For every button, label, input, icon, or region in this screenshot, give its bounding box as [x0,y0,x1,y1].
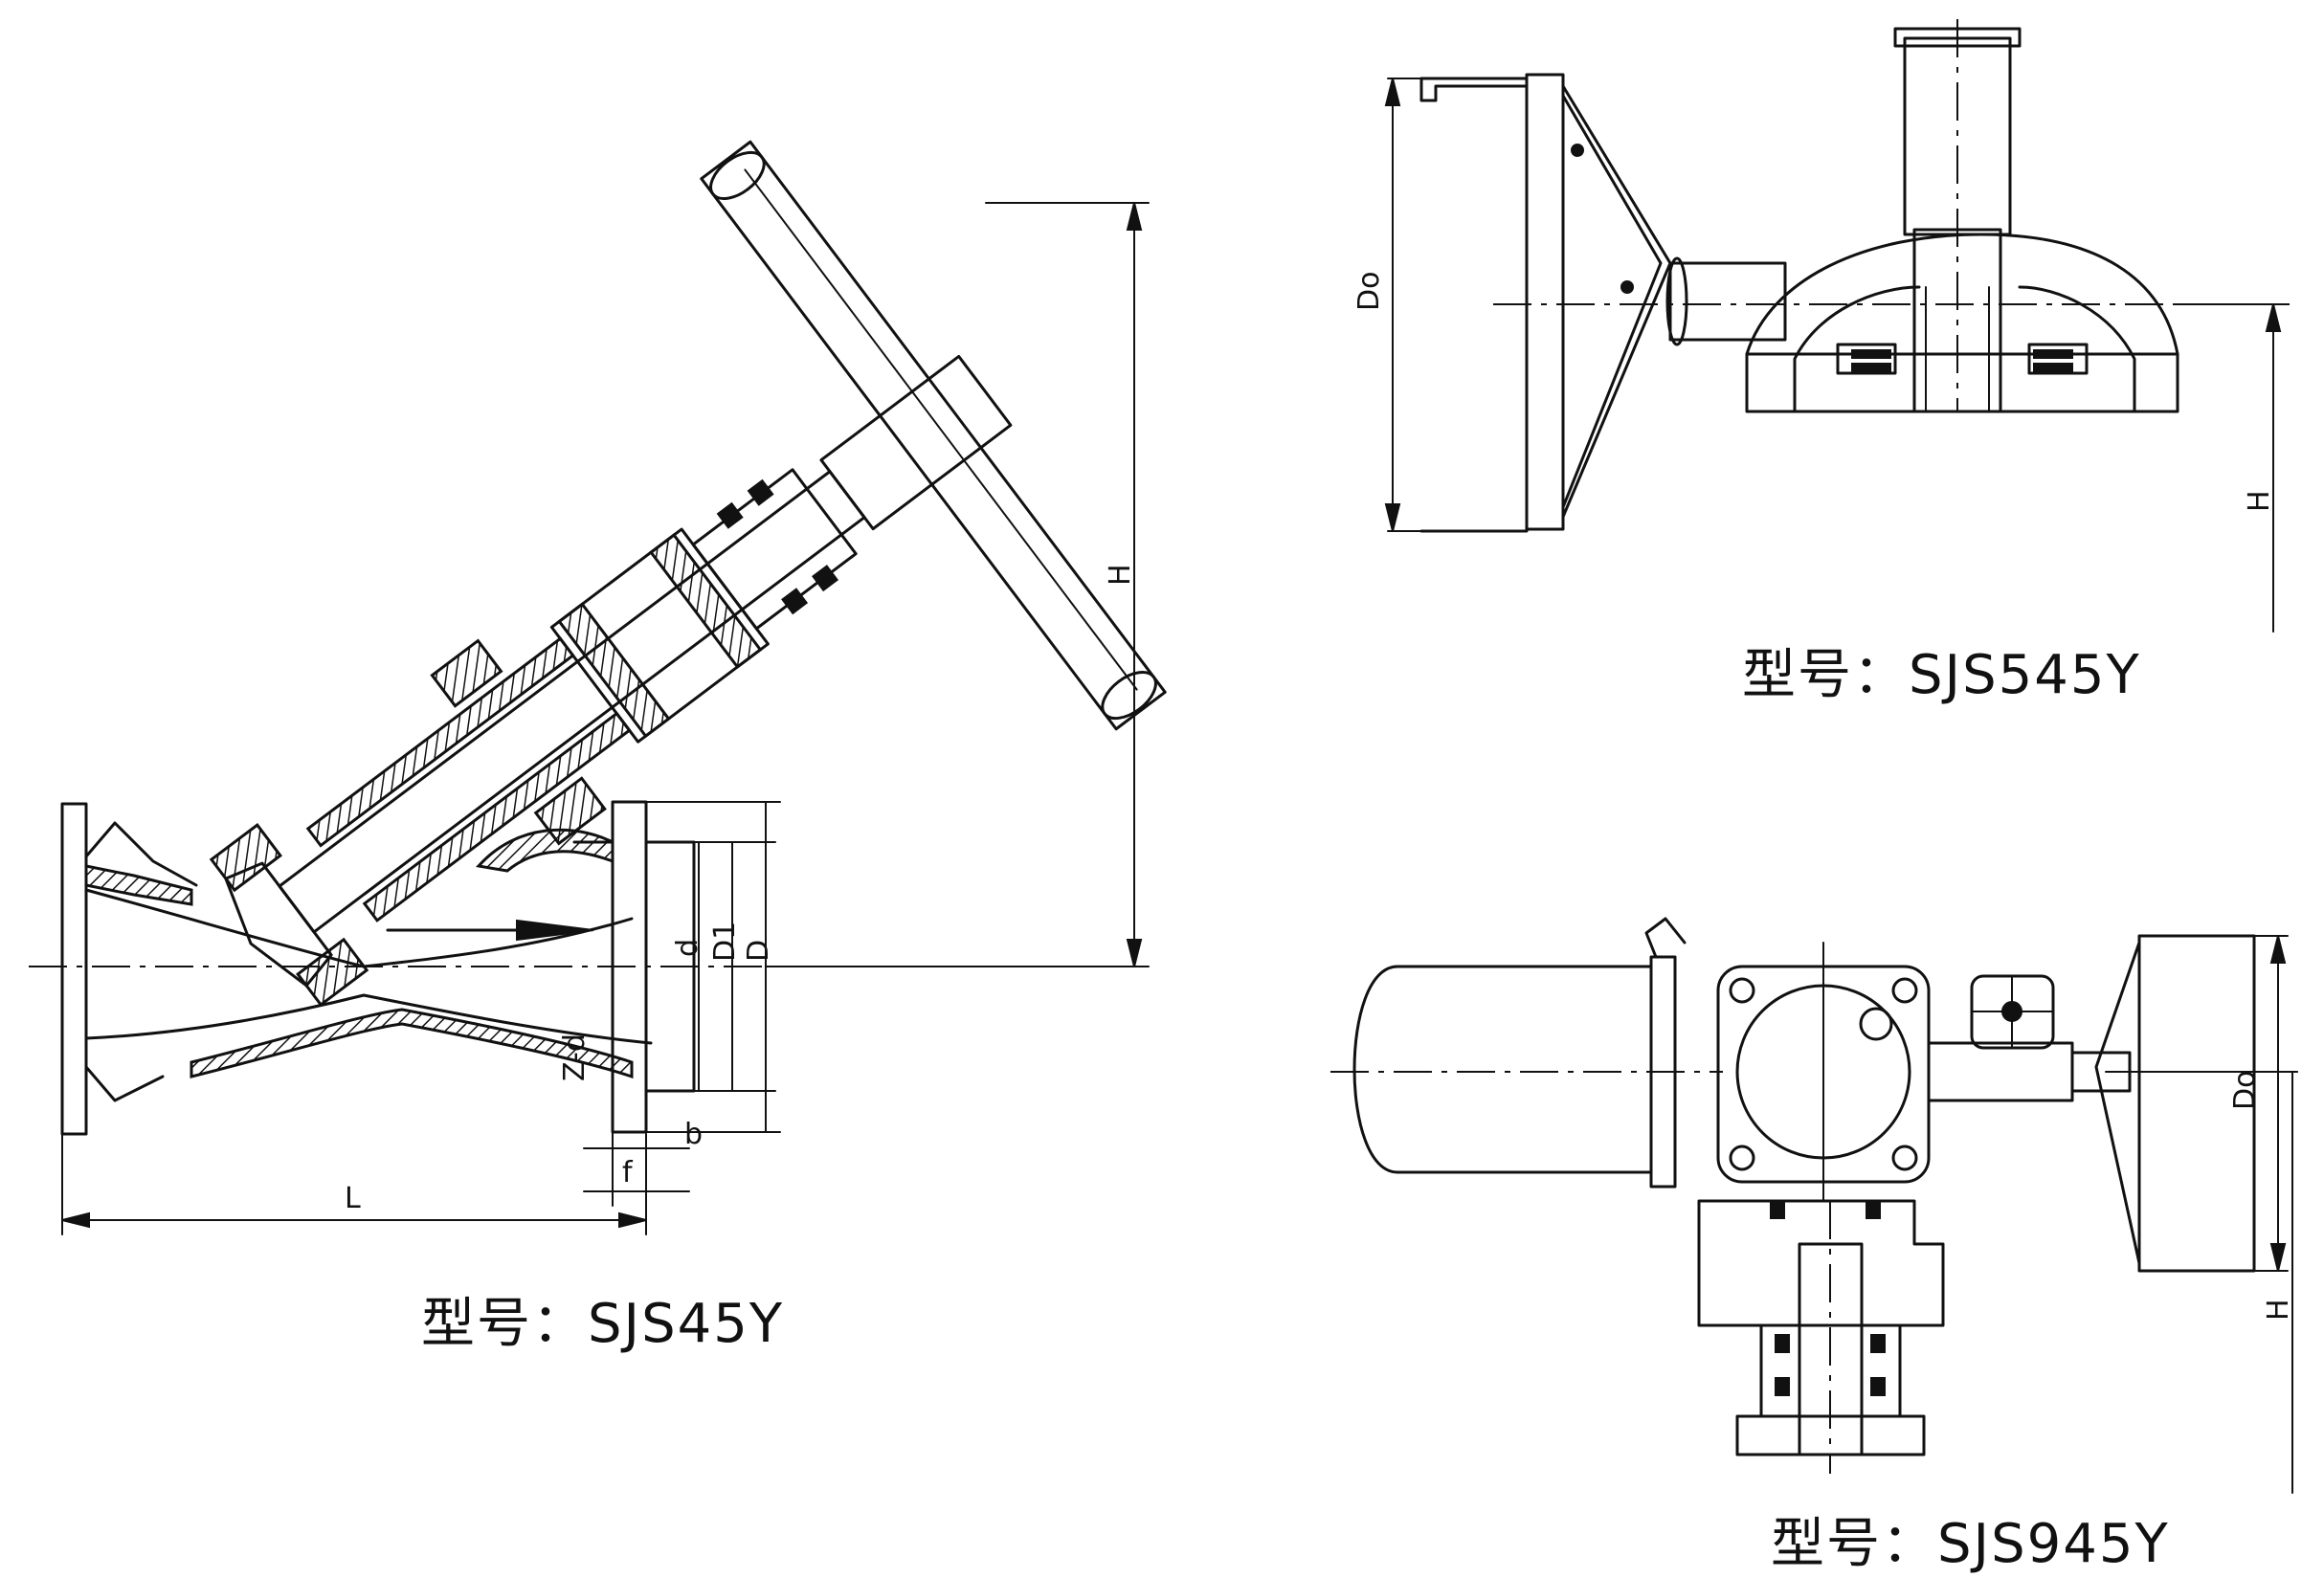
handwheel-dim-label-545: Do [1352,272,1386,311]
caption-sjs945y: 型号：SJS945Y [1771,1513,2170,1575]
flange-thickness-dim-label: b [684,1118,703,1151]
sjs945y-drawing: Do H [1330,917,2298,1494]
bolt-holes-dim-label: Z-d [558,1033,592,1081]
sjs545y-drawing: Do H [1352,19,2297,633]
height-dim-label-945: H [2262,1299,2295,1321]
flange-dim-label: D [742,940,775,962]
height-dim-label-545: H [2243,490,2276,512]
raised-face-dim-label: f [622,1156,634,1189]
bore-dim-label: d [671,939,704,957]
handwheel-dim-label-945: Do [2228,1071,2262,1110]
bolt-circle-dim-label: D1 [708,922,742,962]
length-dim-label: L [345,1182,361,1215]
height-dim-label: H [1104,564,1137,586]
caption-sjs45y: 型号：SJS45Y [421,1293,785,1355]
caption-sjs545y: 型号：SJS545Y [1742,644,2141,706]
sjs45y-drawing: H L d D1 D Z-d b f [29,140,1167,1235]
